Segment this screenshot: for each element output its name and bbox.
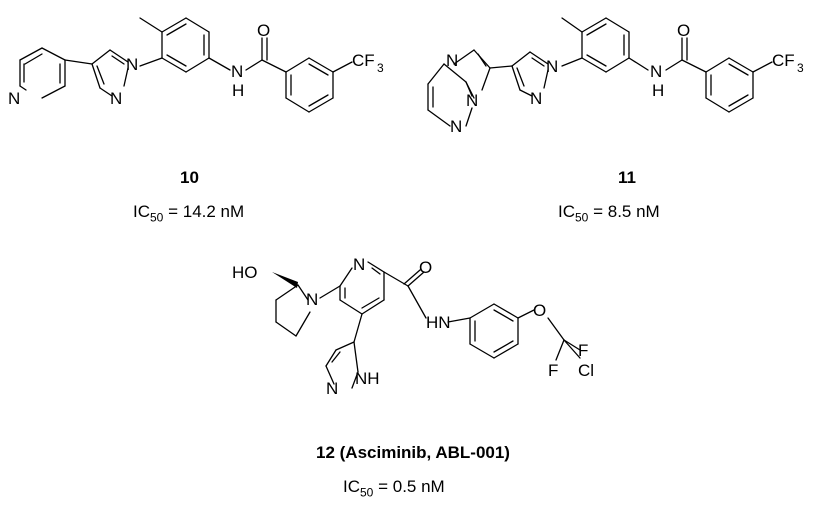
atom-o-ether-12: O bbox=[533, 301, 546, 320]
ic50-12: IC50 = 0.5 nM bbox=[343, 477, 445, 499]
ic50-label-10: IC bbox=[133, 202, 150, 221]
atom-cf-11: CF bbox=[772, 51, 795, 70]
ic50-sub-11: 50 bbox=[575, 210, 589, 225]
compound-number-12: 12 (Asciminib, ABL-001) bbox=[316, 443, 510, 462]
compound-number-10: 10 bbox=[180, 168, 199, 187]
structure-10: N N N N H O CF 3 bbox=[8, 17, 384, 113]
atom-n-amide-10: N bbox=[231, 62, 243, 81]
atom-cl-12: Cl bbox=[578, 361, 594, 380]
ic50-sub-10: 50 bbox=[150, 210, 164, 225]
atom-n-amide-11: N bbox=[650, 62, 662, 81]
ic50-value-10: = 14.2 nM bbox=[163, 202, 245, 221]
ic50-sub-12: 50 bbox=[360, 485, 374, 500]
atom-nh-pyrazole-12: NH bbox=[355, 369, 380, 388]
ic50-value-11: = 8.5 nM bbox=[588, 202, 660, 221]
atom-n1-pyrazole-11: N bbox=[546, 57, 558, 76]
atom-o-carbonyl-12: O bbox=[419, 258, 432, 277]
atom-cf-10: CF bbox=[352, 51, 375, 70]
benzoyl-ring-10 bbox=[285, 57, 353, 113]
atom-n2-pyrazole-10: N bbox=[110, 89, 122, 108]
phenyl-ring-12 bbox=[469, 303, 519, 359]
ic50-value-12: = 0.5 nM bbox=[373, 477, 445, 496]
atom-n-bridge-11: N bbox=[466, 91, 478, 110]
compound-number-11: 11 bbox=[618, 168, 636, 187]
atom-ho-12: HO bbox=[232, 263, 258, 282]
atom-cf-sub-11: 3 bbox=[797, 61, 804, 75]
ic50-11: IC50 = 8.5 nM bbox=[558, 202, 660, 224]
atom-f2-12: F bbox=[548, 361, 558, 380]
ic50-label-12: IC bbox=[343, 477, 360, 496]
atom-h-amide-11: H bbox=[652, 81, 664, 100]
imidazole-ring-11 bbox=[453, 49, 491, 99]
benzoyl-ring-11 bbox=[705, 57, 773, 113]
structure-12: HO N N O HN O F F Cl NH N bbox=[232, 255, 594, 398]
pyrazole-ring-11 bbox=[511, 51, 549, 97]
ic50-10: IC50 = 14.2 nM bbox=[133, 202, 244, 224]
ic50-label-11: IC bbox=[558, 202, 575, 221]
atom-n-pyridazine-11: N bbox=[450, 117, 462, 136]
tolyl-ring-11 bbox=[561, 17, 630, 73]
atom-n-pyrazole-12: N bbox=[326, 379, 338, 398]
pyrrolidine-ring-12 bbox=[272, 272, 311, 337]
tolyl-ring-10 bbox=[139, 17, 210, 73]
structure-11: N N N N N N H O CF 3 bbox=[427, 17, 804, 136]
atom-hn-amide-12: HN bbox=[426, 313, 451, 332]
atom-n2-pyrazole-11: N bbox=[530, 89, 542, 108]
atom-n-pyrrolidine-12: N bbox=[306, 290, 318, 309]
atom-o-carbonyl-10: O bbox=[257, 21, 270, 40]
pyrazole-ring-12 bbox=[325, 313, 363, 389]
atom-cf-sub-10: 3 bbox=[377, 61, 384, 75]
atom-f1-12: F bbox=[578, 341, 588, 360]
pyrazole-ring-10 bbox=[91, 49, 129, 97]
atom-n-pyridine-10: N bbox=[8, 89, 20, 108]
atom-o-carbonyl-11: O bbox=[677, 21, 690, 40]
atom-n-imidazole-11: N bbox=[446, 51, 458, 70]
pyridine-ring-12 bbox=[339, 261, 385, 315]
atom-n-pyridine-12: N bbox=[353, 255, 365, 274]
atom-h-amide-10: H bbox=[232, 81, 244, 100]
atom-n1-pyrazole-10: N bbox=[126, 55, 138, 74]
pyridine-ring-10 bbox=[19, 47, 66, 99]
